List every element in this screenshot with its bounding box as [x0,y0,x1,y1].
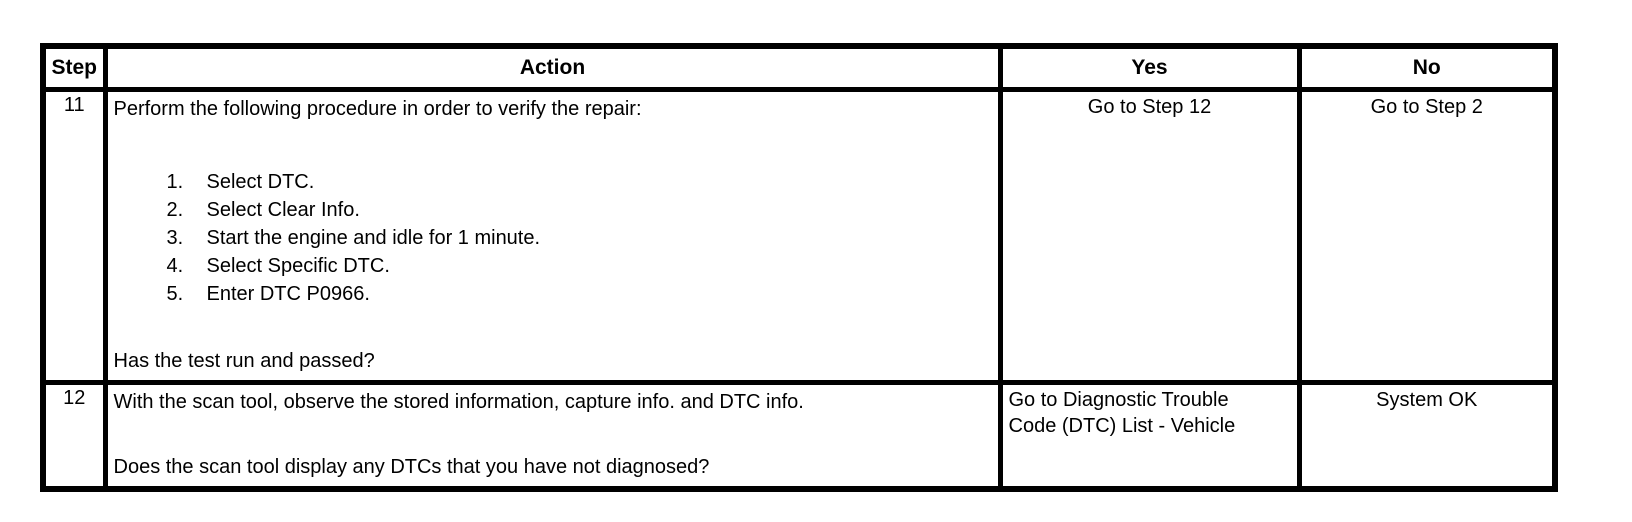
procedure-item: Select Clear Info. [206,198,360,221]
table-row-step-12: 12 With the scan tool, observe the store… [40,379,1558,492]
action-question: Has the test run and passed? [113,349,375,372]
action-intro: Perform the following procedure in order… [113,97,642,120]
procedure-item: Select Specific DTC. [206,254,390,277]
procedure-list: Select DTC. Select Clear Info. Start the… [167,168,990,308]
action-cell: With the scan tool, observe the stored i… [102,379,1003,492]
col-header-no: No [1296,43,1558,92]
action-cell: Perform the following procedure in order… [102,86,1003,385]
diagnostic-table: Step Action Yes No 11 Perform the follow… [40,43,1558,492]
action-intro: With the scan tool, observe the stored i… [113,390,804,413]
col-header-step: Step [40,43,108,92]
yes-answer-cell: Go to Step 12 [997,86,1302,385]
table-row-step-11: 11 Perform the following procedure in or… [40,86,1558,385]
no-answer-cell: System OK [1296,379,1558,492]
step-number: 12 [40,379,108,492]
step-number: 11 [40,86,108,385]
yes-answer-text: Go to Diagnostic Trouble Code (DTC) List… [1008,388,1236,437]
no-answer-cell: Go to Step 2 [1296,86,1558,385]
col-header-action: Action [102,43,1003,92]
action-content: Perform the following procedure in order… [110,94,995,377]
action-content: With the scan tool, observe the stored i… [110,387,995,484]
procedure-item: Start the engine and idle for 1 minute. [206,226,541,249]
procedure-item: Enter DTC P0966. [206,282,370,305]
yes-answer-cell: Go to Diagnostic Trouble Code (DTC) List… [997,379,1302,492]
header-row: Step Action Yes No [40,43,1558,92]
action-question: Does the scan tool display any DTCs that… [113,456,710,478]
procedure-item: Select DTC. [206,170,315,193]
col-header-yes: Yes [997,43,1302,92]
